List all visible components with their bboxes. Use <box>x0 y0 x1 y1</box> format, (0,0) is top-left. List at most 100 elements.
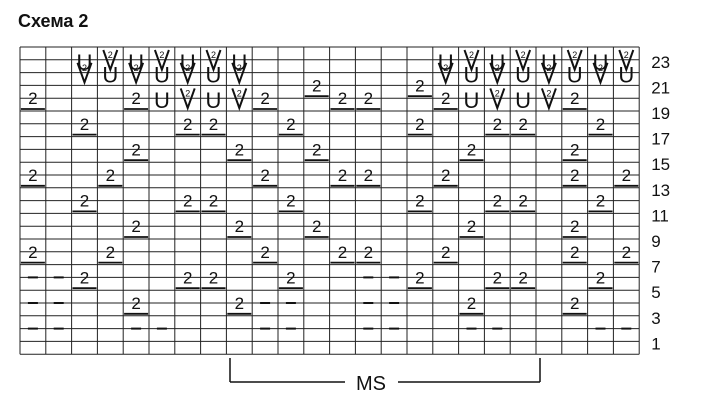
svg-text:2: 2 <box>185 88 190 98</box>
decrease-symbol: 2 <box>540 62 557 86</box>
cable-symbol: 2 <box>364 166 373 185</box>
svg-text:2: 2 <box>185 63 190 73</box>
cable-symbol: 2 <box>260 166 269 185</box>
ms-label: MS <box>356 373 386 395</box>
svg-text:2: 2 <box>82 63 87 73</box>
row-number: 5 <box>651 283 660 302</box>
cable-symbol: 2 <box>596 192 605 211</box>
yarn-over-symbol: U <box>154 63 170 88</box>
cable-symbol: 2 <box>518 268 527 287</box>
decrease-symbol: 2 <box>231 62 248 86</box>
chart-title: Схема 2 <box>18 11 89 31</box>
svg-text:2: 2 <box>546 63 551 73</box>
cable-symbol: 2 <box>596 115 605 134</box>
cable-symbol: 2 <box>596 268 605 287</box>
cable-symbol: 2 <box>80 192 89 211</box>
cable-symbol: 2 <box>467 217 476 236</box>
cable-symbol: 2 <box>286 192 295 211</box>
cable-symbol: 2 <box>415 76 424 95</box>
yarn-over-symbol: U <box>567 63 583 88</box>
cable-symbol: 2 <box>28 243 37 262</box>
svg-text:2: 2 <box>159 50 164 60</box>
cable-symbol: 2 <box>260 89 269 108</box>
svg-text:2: 2 <box>624 50 629 60</box>
svg-text:2: 2 <box>237 88 242 98</box>
ms-bracket: MS <box>229 358 541 395</box>
yarn-over-symbol: U <box>206 63 222 88</box>
cable-symbol: 2 <box>518 192 527 211</box>
cable-symbol: 2 <box>493 115 502 134</box>
svg-text:2: 2 <box>134 63 139 73</box>
cable-symbol: 2 <box>570 89 579 108</box>
decrease-symbol: 2 <box>205 49 222 73</box>
svg-text:2: 2 <box>237 63 242 73</box>
decrease-symbol: 2 <box>489 62 506 86</box>
decrease-symbol: 2 <box>128 62 145 86</box>
svg-text:2: 2 <box>443 63 448 73</box>
cable-symbol: 2 <box>622 243 631 262</box>
cable-symbol: 2 <box>183 268 192 287</box>
decrease-symbol: 2 <box>618 49 635 73</box>
cable-symbol: 2 <box>286 268 295 287</box>
cable-symbol: 2 <box>338 89 347 108</box>
cable-symbol: 2 <box>364 89 373 108</box>
cable-symbol: 2 <box>80 115 89 134</box>
cable-symbol: 2 <box>131 140 140 159</box>
decrease-symbol: 2 <box>489 88 506 111</box>
cable-symbol: 2 <box>235 140 244 159</box>
row-number: 11 <box>651 206 669 225</box>
cable-symbol: 2 <box>570 243 579 262</box>
cable-symbol: 2 <box>338 243 347 262</box>
yarn-over-symbol: U <box>515 88 531 113</box>
cable-symbol: 2 <box>493 268 502 287</box>
row-number: 21 <box>651 78 670 97</box>
decrease-symbol: 2 <box>102 49 119 73</box>
svg-text:2: 2 <box>495 63 500 73</box>
cable-symbol: 2 <box>131 294 140 313</box>
cable-symbol: 2 <box>235 217 244 236</box>
cable-symbol: 2 <box>338 166 347 185</box>
svg-text:2: 2 <box>495 88 500 98</box>
decrease-symbol: 2 <box>540 88 557 111</box>
grid-lines <box>19 46 640 355</box>
svg-text:2: 2 <box>598 63 603 73</box>
decrease-symbol: 2 <box>231 88 248 111</box>
decrease-symbol: 2 <box>592 62 609 86</box>
cable-symbol: 2 <box>570 166 579 185</box>
cable-symbol: 2 <box>106 166 115 185</box>
cable-symbol: 2 <box>467 294 476 313</box>
cable-symbol: 2 <box>28 89 37 108</box>
row-number: 19 <box>651 104 670 123</box>
cable-symbol: 2 <box>209 268 218 287</box>
cable-symbol: 2 <box>260 243 269 262</box>
cable-symbol: 2 <box>415 268 424 287</box>
cable-symbol: 2 <box>493 192 502 211</box>
decrease-symbol: 2 <box>437 62 454 86</box>
decrease-symbol: 2 <box>515 49 532 73</box>
cable-symbol: 2 <box>80 268 89 287</box>
cable-symbol: 2 <box>183 115 192 134</box>
decrease-symbol: 2 <box>179 62 196 86</box>
row-number: 13 <box>651 181 670 200</box>
cable-symbol: 2 <box>441 166 450 185</box>
row-number: 15 <box>651 155 670 174</box>
decrease-symbol: 2 <box>463 49 480 73</box>
cable-symbol: 2 <box>312 76 321 95</box>
cable-symbol: 2 <box>622 166 631 185</box>
cable-symbol: 2 <box>570 294 579 313</box>
svg-text:2: 2 <box>546 88 551 98</box>
row-number: 1 <box>651 334 660 353</box>
cable-symbol: 2 <box>467 140 476 159</box>
cable-symbol: 2 <box>518 115 527 134</box>
cable-symbol: 2 <box>441 243 450 262</box>
svg-text:2: 2 <box>108 50 113 60</box>
cable-symbol: 2 <box>570 217 579 236</box>
row-number: 3 <box>651 309 660 328</box>
cable-symbol: 2 <box>312 217 321 236</box>
cable-symbol: 2 <box>286 115 295 134</box>
cable-symbol: 2 <box>570 140 579 159</box>
row-number: 23 <box>651 53 670 72</box>
